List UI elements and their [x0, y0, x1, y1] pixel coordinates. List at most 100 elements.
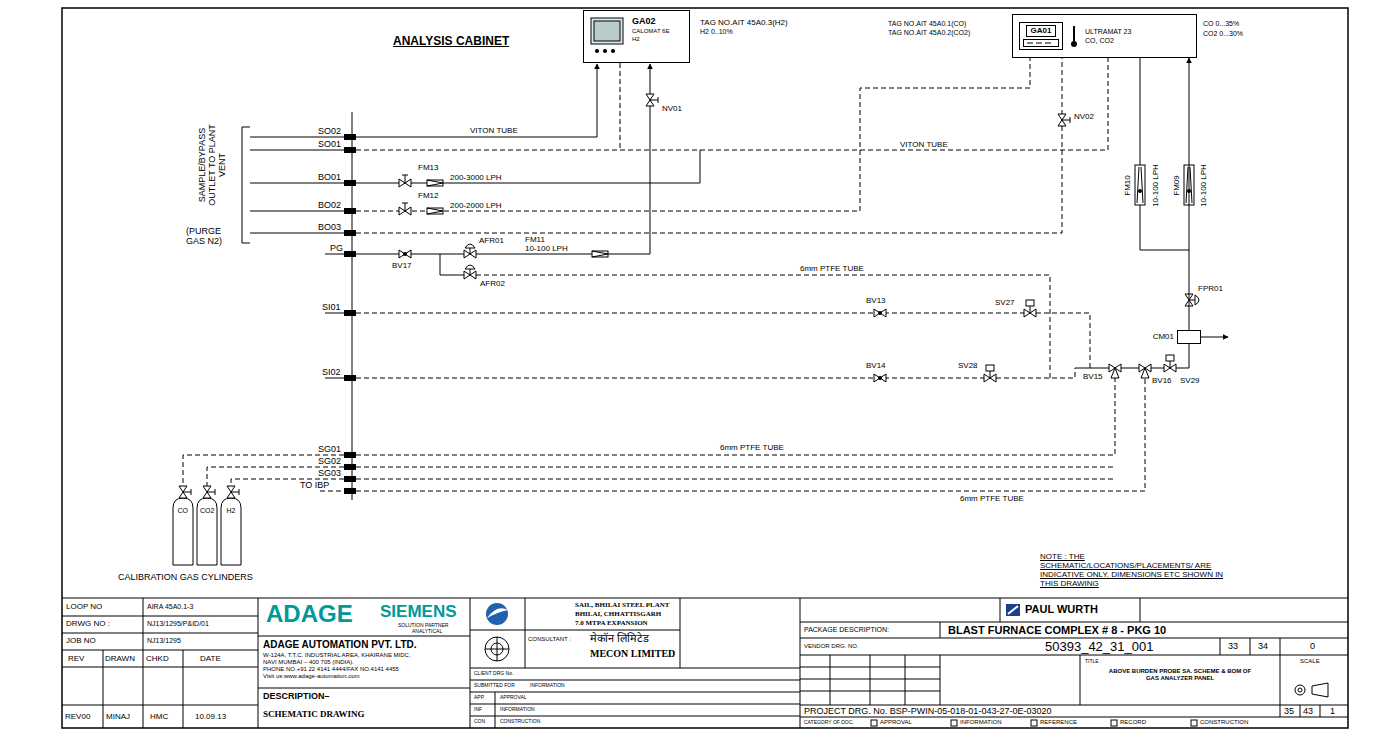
callout-label: SV27: [995, 298, 1015, 307]
port-tag: SO02: [318, 126, 341, 136]
callout-label: 10-100 LPH: [1198, 164, 1207, 207]
title-block-text: 10.09.13: [195, 712, 226, 721]
title-block-text: DRWG NO :: [66, 619, 110, 628]
port-tag: BO02: [318, 200, 341, 210]
port-tag: SI02: [322, 367, 341, 377]
callout-label: VITON TUBE: [900, 140, 948, 149]
screen-glass: [594, 21, 620, 41]
cooler-box: CM01: [1177, 330, 1201, 344]
title-block-text: MECON LIMITED: [590, 648, 675, 660]
tag-text: CO2 0...30%: [1203, 30, 1243, 38]
callout-label: FM09: [1172, 175, 1181, 195]
title-block-text: 34: [1258, 641, 1268, 651]
callout-label: BV17: [392, 261, 412, 270]
title-block-text: 43: [1303, 706, 1313, 716]
thermometer-icon: [1069, 24, 1079, 48]
callout-label: BV13: [866, 296, 886, 305]
callout-label: 200-2000 LPH: [450, 201, 502, 210]
analyzer-panel: GA02CALOMAT 6EH2: [583, 10, 690, 63]
title-block-text: NJ13/1295: [147, 637, 181, 645]
title-block-text: CONSULTANT :: [528, 636, 571, 643]
model-text: H2: [632, 35, 683, 43]
title-block-text: TITLE :: [1085, 658, 1101, 664]
title-block-text: ABOVE BURDEN PROBE SA. SCHEME & BOM OF G…: [1105, 668, 1255, 682]
tag-text: TAG NO.AIT 45A0.3(H2): [700, 18, 788, 27]
analyzer-panel: GA01ULTRAMAT 23CO, CO2: [1012, 14, 1197, 58]
title-block-text: NJ13/1295/P&ID/01: [147, 620, 209, 628]
title-block-text: CHKD: [146, 654, 169, 663]
title-block-text: HMC: [150, 712, 168, 721]
callout-label: 6mm PTFE TUBE: [960, 494, 1024, 503]
callout-label: CO2: [200, 507, 214, 515]
analyzer-tag: GA02: [632, 16, 683, 27]
title-block-text: CLIENT DRG No.: [474, 670, 513, 676]
title-block-text: INFORMATION: [530, 682, 565, 688]
title-block-text: CONSTRUCTION: [500, 718, 540, 724]
title-block-text: MINAJ: [106, 712, 130, 721]
title-block-text: JOB NO: [66, 636, 96, 645]
model-block: ULTRAMAT 23CO, CO2: [1085, 27, 1131, 45]
thermometer-bulb: [1071, 41, 1077, 47]
title-block-text: मेकॉन लिमिटेड: [590, 632, 649, 645]
model-text: CO, CO2: [1085, 36, 1131, 45]
callout-label: CO: [178, 507, 189, 515]
callout-label: NOTE : THE SCHEMATIC/LOCATIONS/PLACEMENT…: [1040, 552, 1240, 588]
title-block-text: NAVI MUMBAI – 400 705 (INDIA).: [263, 659, 354, 666]
title-block-text: 1: [1330, 706, 1335, 716]
title-block-text: PAUL WURTH: [1025, 603, 1098, 616]
title-block-text: SCALE: [1300, 658, 1320, 665]
port-tag: SO01: [318, 139, 341, 149]
title-block-text: CATEGORY OF DOC.: [804, 719, 854, 725]
callout-label: AFR01: [479, 236, 504, 245]
title-block-text: W-124A, T.T.C. INDUSTRIAL AREA, KHAIRANE…: [263, 652, 411, 659]
callout-label: BV16: [1152, 376, 1172, 385]
port-tag: PG: [330, 243, 343, 253]
callout-label: AFR02: [480, 279, 505, 288]
title-block-text: REV: [68, 654, 84, 663]
title-block-text: DESCRIPTION–: [263, 691, 330, 701]
callout-label: H2: [227, 507, 236, 515]
model-text: ULTRAMAT 23: [1085, 27, 1131, 36]
callout-label: BV15: [1083, 372, 1103, 381]
digit-field: [1024, 40, 1059, 47]
title-block-text: CONSTRUCTION: [1200, 719, 1248, 726]
title-block-text: PACKAGE DESCRIPTION:: [804, 626, 889, 634]
title-block-text: 33: [1228, 641, 1238, 651]
callout-label: 6mm PTFE TUBE: [720, 443, 784, 452]
title-block-text: INF: [474, 706, 482, 712]
callout-label: NV02: [1074, 112, 1094, 121]
callout-label: SAMPLE/BYPASS OUTLET TO PLANT VENT: [197, 113, 227, 217]
title-block-text: BHILAI, CHHATTISGARH: [575, 610, 661, 618]
title-block-text: REFERENCE: [1040, 719, 1077, 726]
callout-label: FPR01: [1198, 284, 1223, 293]
title-block-text: ADAGE: [266, 600, 353, 628]
callout-label: SV28: [958, 361, 978, 370]
pipe-connector: [1189, 58, 1190, 330]
title-block-text: CON: [474, 718, 485, 724]
callout-label: NV01: [662, 104, 682, 113]
tag-text: TAG NO.AIT 45A0.1(CO): [888, 20, 966, 28]
tag-text: CO 0...35%: [1203, 20, 1239, 28]
callout-label: ANALYSIS CABINET: [393, 34, 509, 48]
callout-label: FM13: [418, 163, 438, 172]
port-tag: SG03: [318, 468, 341, 478]
title-block-text: SUBMITTED FOR: [474, 682, 515, 688]
title-block-text: Visit us:www.adage-automation.com: [263, 673, 360, 680]
title-block-text: SAIL, BHILAI STEEL PLANT: [575, 601, 670, 609]
title-block-text: SIEMENS: [380, 602, 457, 622]
port-tag: SG01: [318, 444, 341, 454]
title-block-text: SOLUTION PARTNER: [398, 622, 448, 628]
title-block-text: APPROVAL: [500, 694, 527, 700]
title-block-text: APP: [474, 694, 484, 700]
key: [595, 49, 599, 53]
title-block-text: RECORD: [1120, 719, 1146, 726]
title-block-text: ADAGE AUTOMATION PVT. LTD.: [263, 639, 417, 651]
callout-label: 10-100 LPH: [1150, 164, 1159, 207]
callout-label: CALIBRATION GAS CYLINDERS: [118, 572, 253, 582]
tag-text: TAG NO.AIT 45A0.2(CO2): [888, 29, 970, 37]
port-tag: BO03: [318, 222, 341, 232]
title-block-text: INFORMATION: [960, 719, 1002, 726]
analyzer-screen: [589, 16, 627, 58]
callout-label: BV14: [866, 361, 886, 370]
